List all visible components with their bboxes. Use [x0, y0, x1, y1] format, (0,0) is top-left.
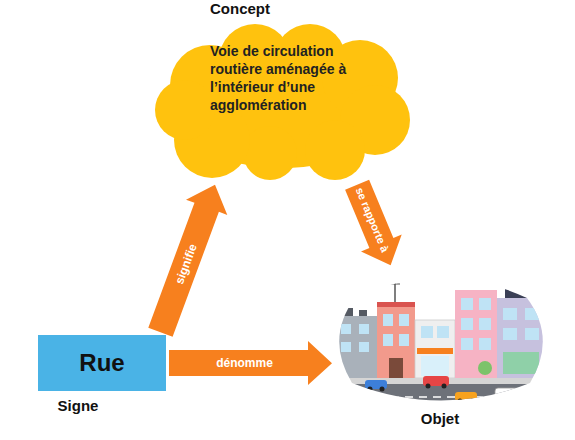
window — [359, 342, 369, 352]
block-arrow — [169, 341, 332, 385]
cloud-bump — [305, 120, 365, 180]
arrow-label: dénomme — [216, 356, 273, 370]
window — [525, 328, 539, 340]
wheel — [458, 399, 463, 404]
road-marking — [335, 396, 547, 398]
window — [359, 324, 369, 334]
wheel — [368, 387, 373, 392]
window — [421, 326, 433, 338]
window — [341, 342, 351, 352]
awning — [417, 348, 453, 354]
node-heading: Objet — [395, 410, 485, 428]
cloud-bump — [243, 126, 297, 180]
wheel — [498, 395, 503, 400]
arrow-label: signifie — [172, 242, 200, 286]
window — [399, 314, 409, 326]
street-illustration — [335, 268, 547, 408]
window — [383, 314, 393, 326]
door — [389, 358, 403, 378]
building — [377, 306, 415, 378]
shop-window — [421, 356, 449, 376]
sign-box: RueSigne — [38, 335, 166, 391]
node-heading: Concept — [190, 0, 290, 18]
wheel — [512, 395, 517, 400]
wheel — [442, 384, 447, 389]
cloud-body — [155, 24, 410, 180]
window — [341, 324, 351, 334]
cloud-bump — [155, 80, 215, 140]
block-arrow — [345, 180, 402, 265]
building — [335, 316, 377, 378]
wheel — [470, 399, 475, 404]
sky — [335, 268, 547, 408]
window — [503, 308, 517, 320]
roof — [377, 302, 415, 307]
window — [383, 334, 393, 346]
antenna — [394, 276, 396, 304]
sign-word: Rue — [38, 335, 166, 391]
window — [479, 338, 491, 350]
arrow-label: se rapporte à — [352, 185, 391, 254]
car — [495, 388, 519, 397]
building — [497, 298, 547, 378]
window — [399, 334, 409, 346]
window — [461, 298, 473, 310]
wheel — [380, 387, 385, 392]
shop-window — [503, 352, 539, 374]
solar-panel — [505, 286, 535, 298]
block-arrow — [148, 185, 227, 337]
antenna — [390, 283, 400, 284]
concept-cloud: ConceptVoie de circulation routière amén… — [150, 0, 415, 182]
node-heading: Signe — [38, 397, 118, 415]
building — [415, 320, 455, 378]
tree — [478, 361, 492, 375]
window — [503, 328, 517, 340]
object-illustration: Objet — [335, 268, 547, 408]
window — [479, 318, 491, 330]
window — [479, 298, 491, 310]
window — [461, 338, 473, 350]
concept-definition: Voie de circulation routière aménagée à … — [210, 42, 358, 114]
street-scene — [335, 268, 547, 408]
window — [461, 318, 473, 330]
building — [455, 290, 497, 378]
window — [525, 308, 539, 320]
roof-tank — [359, 310, 367, 316]
wheel — [426, 384, 431, 389]
window — [437, 326, 449, 338]
roof-tank — [343, 308, 353, 316]
